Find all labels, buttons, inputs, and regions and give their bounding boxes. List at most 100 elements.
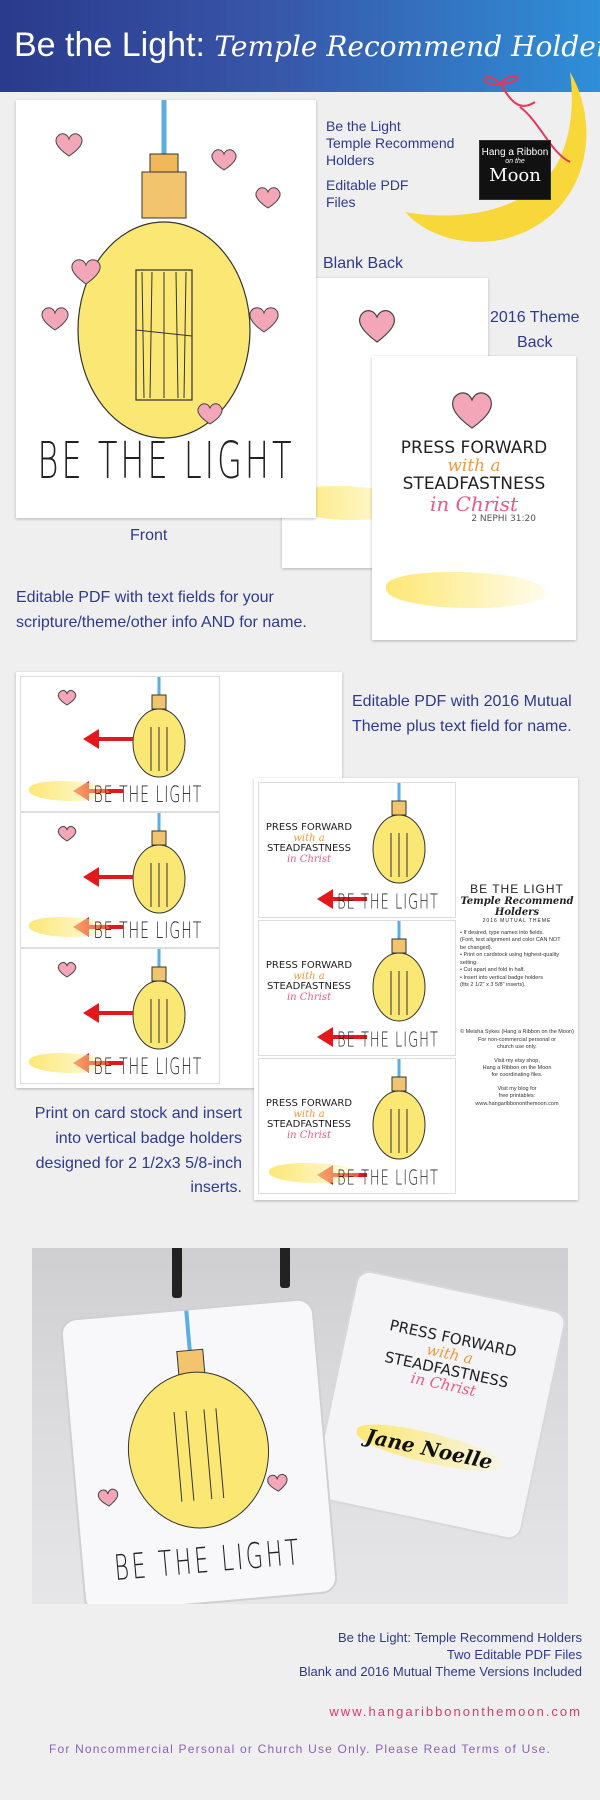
heart-icon [97,1488,119,1507]
mini-caption: BE THE LIGHT [93,783,203,809]
mutual-description: Editable PDF with 2016 Mutual Theme plus… [352,693,572,735]
mini-card: BE THE LIGHT [20,948,220,1084]
page-title: Be the Light: Temple Recommend Holders [14,26,600,65]
mini-quote-4: in Christ [286,853,332,865]
heart-icon [41,307,69,331]
mini-quote-4: in Christ [286,991,332,1003]
instr-bullet: • Insert into vertical badge holders [460,974,543,981]
yellow-swash [29,1053,109,1073]
instr-bullets: • If desired, type names into fields. (F… [460,930,574,989]
heart-icon [57,962,77,978]
quote-ref: 2 NEPHI 31:20 [471,513,536,524]
label-front: Front [130,527,168,544]
mini-theme-card: PRESS FORWARD with a STEADFASTNESS in Ch… [258,782,456,918]
red-arrow-icon [317,889,367,909]
heart-icon [55,133,83,157]
mini-theme-card: PRESS FORWARD with a STEADFASTNESS in Ch… [258,1058,456,1194]
mini-quote-1: PRESS FORWARD [265,1098,353,1109]
info-line1: Be the Light [326,118,401,134]
info-line2: Temple Recommend [326,135,455,152]
quote-line1: PRESS FORWARD [400,438,548,458]
heart-icon [451,392,493,429]
sheet-theme-cards: PRESS FORWARD with a STEADFASTNESS in Ch… [258,782,456,1194]
title-subtitle: Temple Recommend Holders [214,30,600,63]
instr-title2: Temple Recommend [460,896,574,907]
mini-card: BE THE LIGHT [20,812,220,948]
yellow-swash [269,1163,359,1183]
lightbulb-icon [77,100,251,439]
info-line3: Holders [326,152,375,169]
red-arrow-icon [83,729,133,749]
footer-line1: Be the Light: Temple Recommend Holders [338,1630,582,1645]
instr-c3: church use only. [497,1044,537,1051]
instr-c7: Visit my blog for [497,1085,537,1092]
yellow-swash [29,917,109,937]
mini-quote: PRESS FORWARD with a STEADFASTNESS in Ch… [259,1098,359,1141]
mini-quote-2: with a [293,1108,325,1120]
title-text: Be the Light: [14,26,205,64]
instr-title3: Holders [494,907,540,918]
badge-caption: BE THE LIGHT [112,1533,304,1590]
instr-subtitle: 2016 MUTUAL THEME [482,918,552,924]
mini-quote-4: in Christ [286,1129,332,1141]
instr-copyright: © Meisha Sykes (Hang a Ribbon on the Moo… [460,1029,574,1036]
lanyard-clip [280,1248,290,1288]
logo-sign: Hang a Ribbon on the Moon [479,140,551,200]
heart-icon [57,690,77,706]
instr-bullet: be changed). [460,944,493,951]
red-arrow-icon [83,1003,133,1023]
logo-line3: Moon [489,165,541,186]
mini-quote: PRESS FORWARD with a STEADFASTNESS in Ch… [259,822,359,865]
instr-c4: Visit my etsy shop, [494,1057,540,1064]
instr-bullet: • Cut apart and fold in half. [460,967,525,974]
heart-icon [71,259,101,285]
instr-title1: BE THE LIGHT [470,882,564,896]
instr-bullet: (Font, text alignment and color CAN NOT [460,937,561,944]
badge-theme: PRESS FORWARD with a STEADFASTNESS in Ch… [310,1268,568,1542]
red-arrow-icon [317,1027,367,1047]
mini-quote: PRESS FORWARD with a STEADFASTNESS in Ch… [259,960,359,1003]
lightbulb-icon [132,813,186,914]
mini-quote-3: STEADFASTNESS [267,843,351,854]
heart-icon [267,1473,288,1492]
mini-caption: BE THE LIGHT [337,891,439,915]
heart-icon [211,149,237,171]
instr-bullet: (fits 2 1/2" x 3 5/8" inserts). [460,981,526,988]
mini-caption: BE THE LIGHT [93,919,203,945]
badge-quote: PRESS FORWARD with a STEADFASTNESS in Ch… [339,1310,558,1415]
print-description: Print on card stock and insert into vert… [34,1105,242,1197]
quote-line2: with a [447,455,501,476]
red-arrow-icon [83,867,133,887]
sheet-cards: BE THE LIGHT BE THE LIGHT BE THE LIGHT [20,676,220,1084]
instr-c6: for coordinating files. [491,1072,543,1079]
logo-line1: Hang a Ribbon [481,147,549,158]
instr-c9: www.hangaribbononthemoon.com [475,1100,559,1107]
badge-front: BE THE LIGHT [59,1297,339,1604]
footer-url[interactable]: www.hangaribbononthemoon.com [329,1704,582,1719]
front-card: BE THE LIGHT [16,100,316,518]
lightbulb-icon [372,783,426,884]
lanyard-clip [172,1248,182,1298]
footer-line3: Blank and 2016 Mutual Theme Versions Inc… [298,1663,582,1679]
mini-quote-3: STEADFASTNESS [267,981,351,992]
badge-name: Jane Noelle [363,1423,495,1475]
footer-info: Be the Light: Temple Recommend Holders T… [299,1630,582,1681]
heart-icon [57,826,77,842]
info-line5: Files [326,194,356,211]
label-theme-back-2: Back [516,333,553,351]
mini-theme-card: PRESS FORWARD with a STEADFASTNESS in Ch… [258,920,456,1056]
mini-caption: BE THE LIGHT [337,1029,439,1053]
label-theme-back-1: 2016 Theme [490,309,580,326]
product-photo: PRESS FORWARD with a STEADFASTNESS in Ch… [32,1248,568,1604]
yellow-swash [386,572,546,608]
editable-description: Editable PDF with text fields for your s… [16,589,307,631]
instr-bullet: • If desired, type names into fields. [460,930,544,936]
quote-line4: in Christ [429,491,519,516]
mini-caption: BE THE LIGHT [93,1055,203,1081]
heart-icon [358,310,396,343]
info-line4: Editable PDF [326,177,409,194]
pdf-sheet-theme: PRESS FORWARD with a STEADFASTNESS in Ch… [254,778,578,1200]
sheet-instructions: BE THE LIGHT Temple Recommend Holders 20… [460,882,574,1108]
heart-icon [249,307,279,333]
mini-quote-2: with a [293,970,325,982]
